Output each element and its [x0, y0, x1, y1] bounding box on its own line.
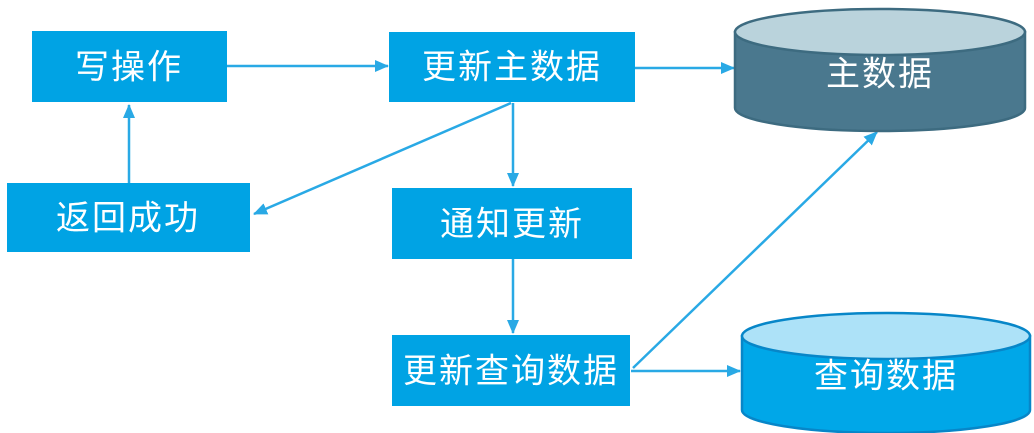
query-data-cylinder-top — [740, 311, 1032, 361]
edge-update-master-to-return-success — [253, 101, 512, 216]
master-data-label: 主数据 — [826, 56, 934, 94]
query-data-label: 查询数据 — [814, 358, 958, 396]
node-notify-update: 通知更新 — [392, 188, 632, 259]
update-master-box — [389, 32, 635, 102]
node-query-data: 查询数据 — [740, 311, 1032, 433]
node-update-master: 更新主数据 — [389, 32, 635, 102]
master-data-cylinder-body — [733, 30, 1027, 133]
node-update-query: 更新查询数据 — [392, 335, 630, 406]
return-success-label: 返回成功 — [56, 200, 200, 238]
master-data-cylinder-top — [733, 7, 1027, 57]
write-op-label: 写操作 — [75, 49, 183, 87]
return-success-box — [7, 183, 250, 252]
update-query-label: 更新查询数据 — [403, 353, 619, 391]
node-return-success: 返回成功 — [7, 183, 250, 252]
edges-layer — [123, 60, 878, 377]
node-write-op: 写操作 — [32, 31, 227, 102]
notify-update-label: 通知更新 — [440, 206, 584, 244]
node-master-data: 主数据 — [733, 7, 1027, 133]
notify-update-box — [392, 188, 632, 259]
update-master-label: 更新主数据 — [422, 49, 602, 87]
write-op-box — [32, 31, 227, 102]
update-query-box — [392, 335, 630, 406]
edge-update-query-to-master-data — [632, 131, 878, 369]
